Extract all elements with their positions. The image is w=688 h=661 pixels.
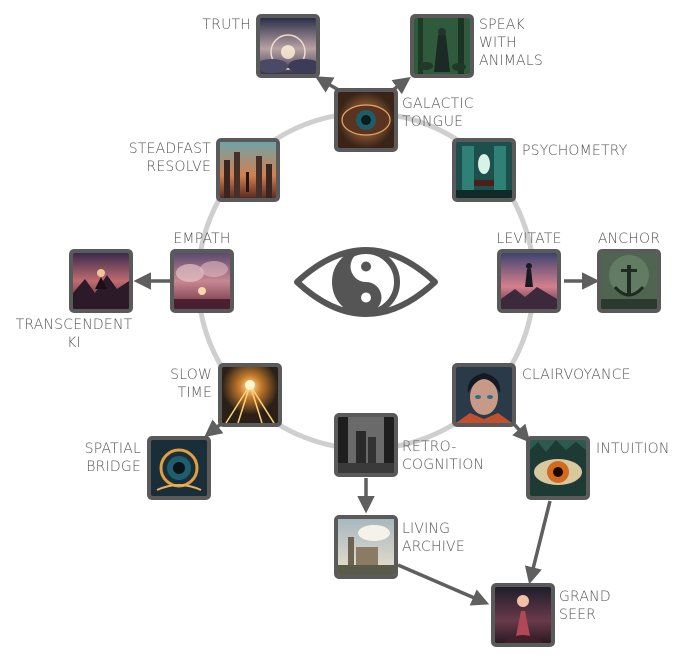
skill-node-galactic-tongue[interactable] xyxy=(334,88,398,152)
skill-label-clairvoyance: CLAIRVOYANCE xyxy=(522,367,631,383)
skill-node-living-archive[interactable] xyxy=(334,515,398,579)
skill-node-truth[interactable] xyxy=(256,14,320,78)
skill-art-levitate xyxy=(501,253,557,309)
skill-node-steadfast-resolve[interactable] xyxy=(216,138,280,202)
skill-node-clairvoyance[interactable] xyxy=(452,363,516,427)
skill-label-retro-cognition: RETRO- COGNITION xyxy=(402,439,485,473)
link-clairvoyance-intuition xyxy=(512,422,531,443)
skill-art-transcendent-ki xyxy=(73,253,129,309)
skill-label-empath: EMPATH xyxy=(173,231,231,247)
skill-node-transcendent-ki[interactable] xyxy=(69,249,133,313)
skill-label-living-archive: LIVING ARCHIVE xyxy=(402,521,465,555)
link-intuition-grand-seer xyxy=(524,500,552,585)
skill-label-slow-time: SLOW TIME xyxy=(170,367,212,401)
skill-art-galactic-tongue xyxy=(338,92,394,148)
skill-art-steadfast-resolve xyxy=(220,142,276,198)
skill-label-psychometry: PSYCHOMETRY xyxy=(522,143,628,159)
skill-art-intuition xyxy=(530,440,586,496)
skill-label-levitate: LEVITATE xyxy=(496,231,562,247)
skill-node-retro-cognition[interactable] xyxy=(334,413,398,477)
skill-art-living-archive xyxy=(338,519,394,575)
skill-node-intuition[interactable] xyxy=(526,436,590,500)
skill-label-grand-seer: GRAND SEER xyxy=(559,589,611,623)
skill-node-psychometry[interactable] xyxy=(452,138,516,202)
skill-art-speak-with-animals xyxy=(414,18,470,74)
eye-icon xyxy=(294,247,438,317)
skill-art-empath xyxy=(174,253,230,309)
skill-node-grand-seer[interactable] xyxy=(491,583,555,647)
skill-node-anchor[interactable] xyxy=(597,249,661,313)
skill-art-psychometry xyxy=(456,142,512,198)
skill-label-truth: TRUTH xyxy=(202,17,251,33)
skill-art-grand-seer xyxy=(495,587,551,643)
skill-label-galactic-tongue: GALACTIC TONGUE xyxy=(402,96,474,130)
skill-label-intuition: INTUITION xyxy=(596,441,670,457)
skill-node-levitate[interactable] xyxy=(497,249,561,313)
skill-node-empath[interactable] xyxy=(170,249,234,313)
skill-art-spatial-bridge xyxy=(151,440,207,496)
skill-art-retro-cognition xyxy=(338,417,394,473)
skill-label-anchor: ANCHOR xyxy=(597,231,661,247)
skill-art-anchor xyxy=(601,253,657,309)
skill-art-truth xyxy=(260,18,316,74)
skill-label-spatial-bridge: SPATIAL BRIDGE xyxy=(84,441,141,475)
skill-art-clairvoyance xyxy=(456,367,512,423)
skill-art-slow-time xyxy=(222,367,278,423)
skill-label-speak-with-animals: SPEAK WITH ANIMALS xyxy=(479,17,543,69)
skill-node-speak-with-animals[interactable] xyxy=(410,14,474,78)
skill-label-transcendent-ki: TRANSCENDENT KI xyxy=(15,317,133,351)
skill-node-spatial-bridge[interactable] xyxy=(147,436,211,500)
skill-node-slow-time[interactable] xyxy=(218,363,282,427)
link-living-archive-grand-seer xyxy=(397,563,490,606)
skill-label-steadfast-resolve: STEADFAST RESOLVE xyxy=(128,141,211,175)
